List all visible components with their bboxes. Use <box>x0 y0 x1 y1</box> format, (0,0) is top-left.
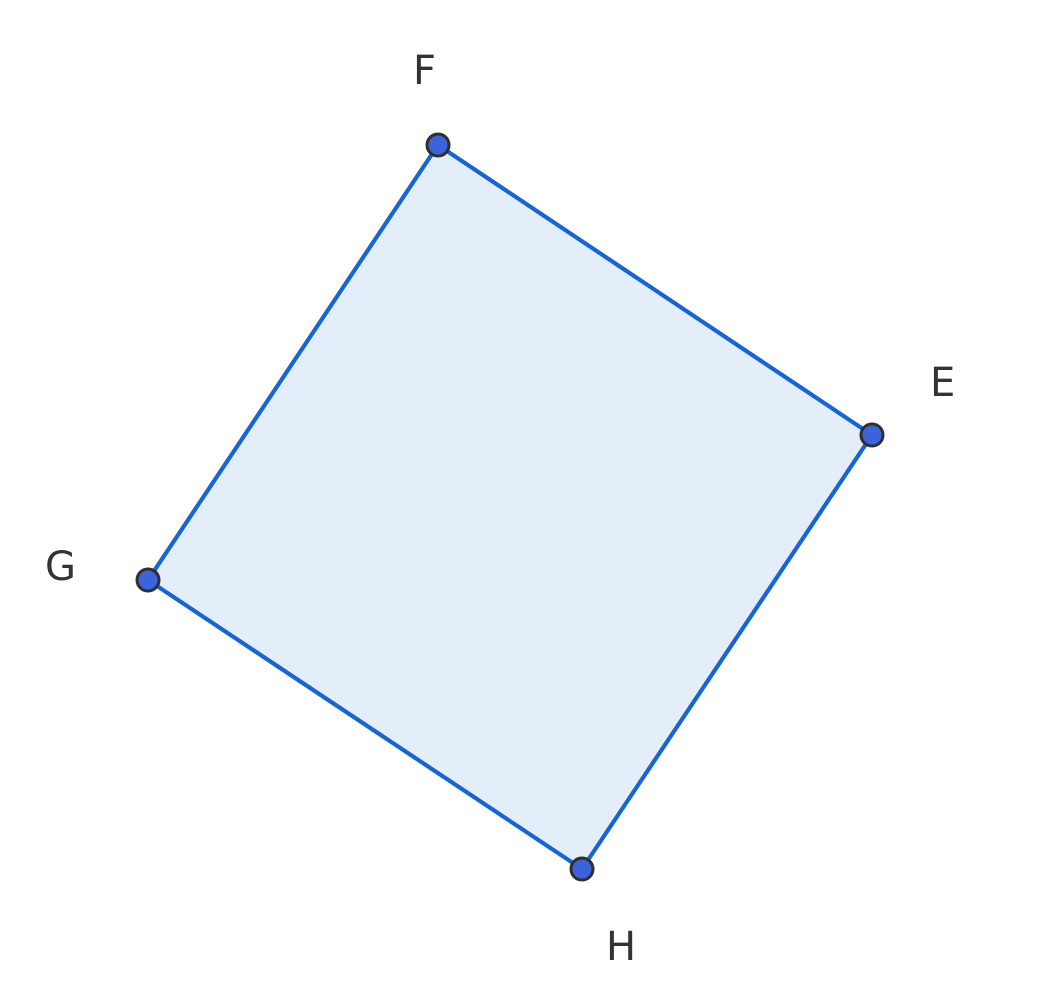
edge-ef[interactable] <box>436 143 874 437</box>
vertex-e-label: E <box>930 360 955 406</box>
vertex-h-point[interactable] <box>569 856 595 882</box>
vertex-e-point[interactable] <box>859 422 885 448</box>
square-efgh[interactable] <box>146 143 874 871</box>
vertex-f-label: F <box>413 48 436 94</box>
vertex-g-label: G <box>45 544 76 590</box>
edge-he[interactable] <box>580 433 874 871</box>
vertex-f-point[interactable] <box>425 132 451 158</box>
edge-gh[interactable] <box>146 578 584 871</box>
edge-fg[interactable] <box>146 143 440 582</box>
vertex-h-label: H <box>606 924 636 970</box>
vertex-g-point[interactable] <box>135 567 161 593</box>
